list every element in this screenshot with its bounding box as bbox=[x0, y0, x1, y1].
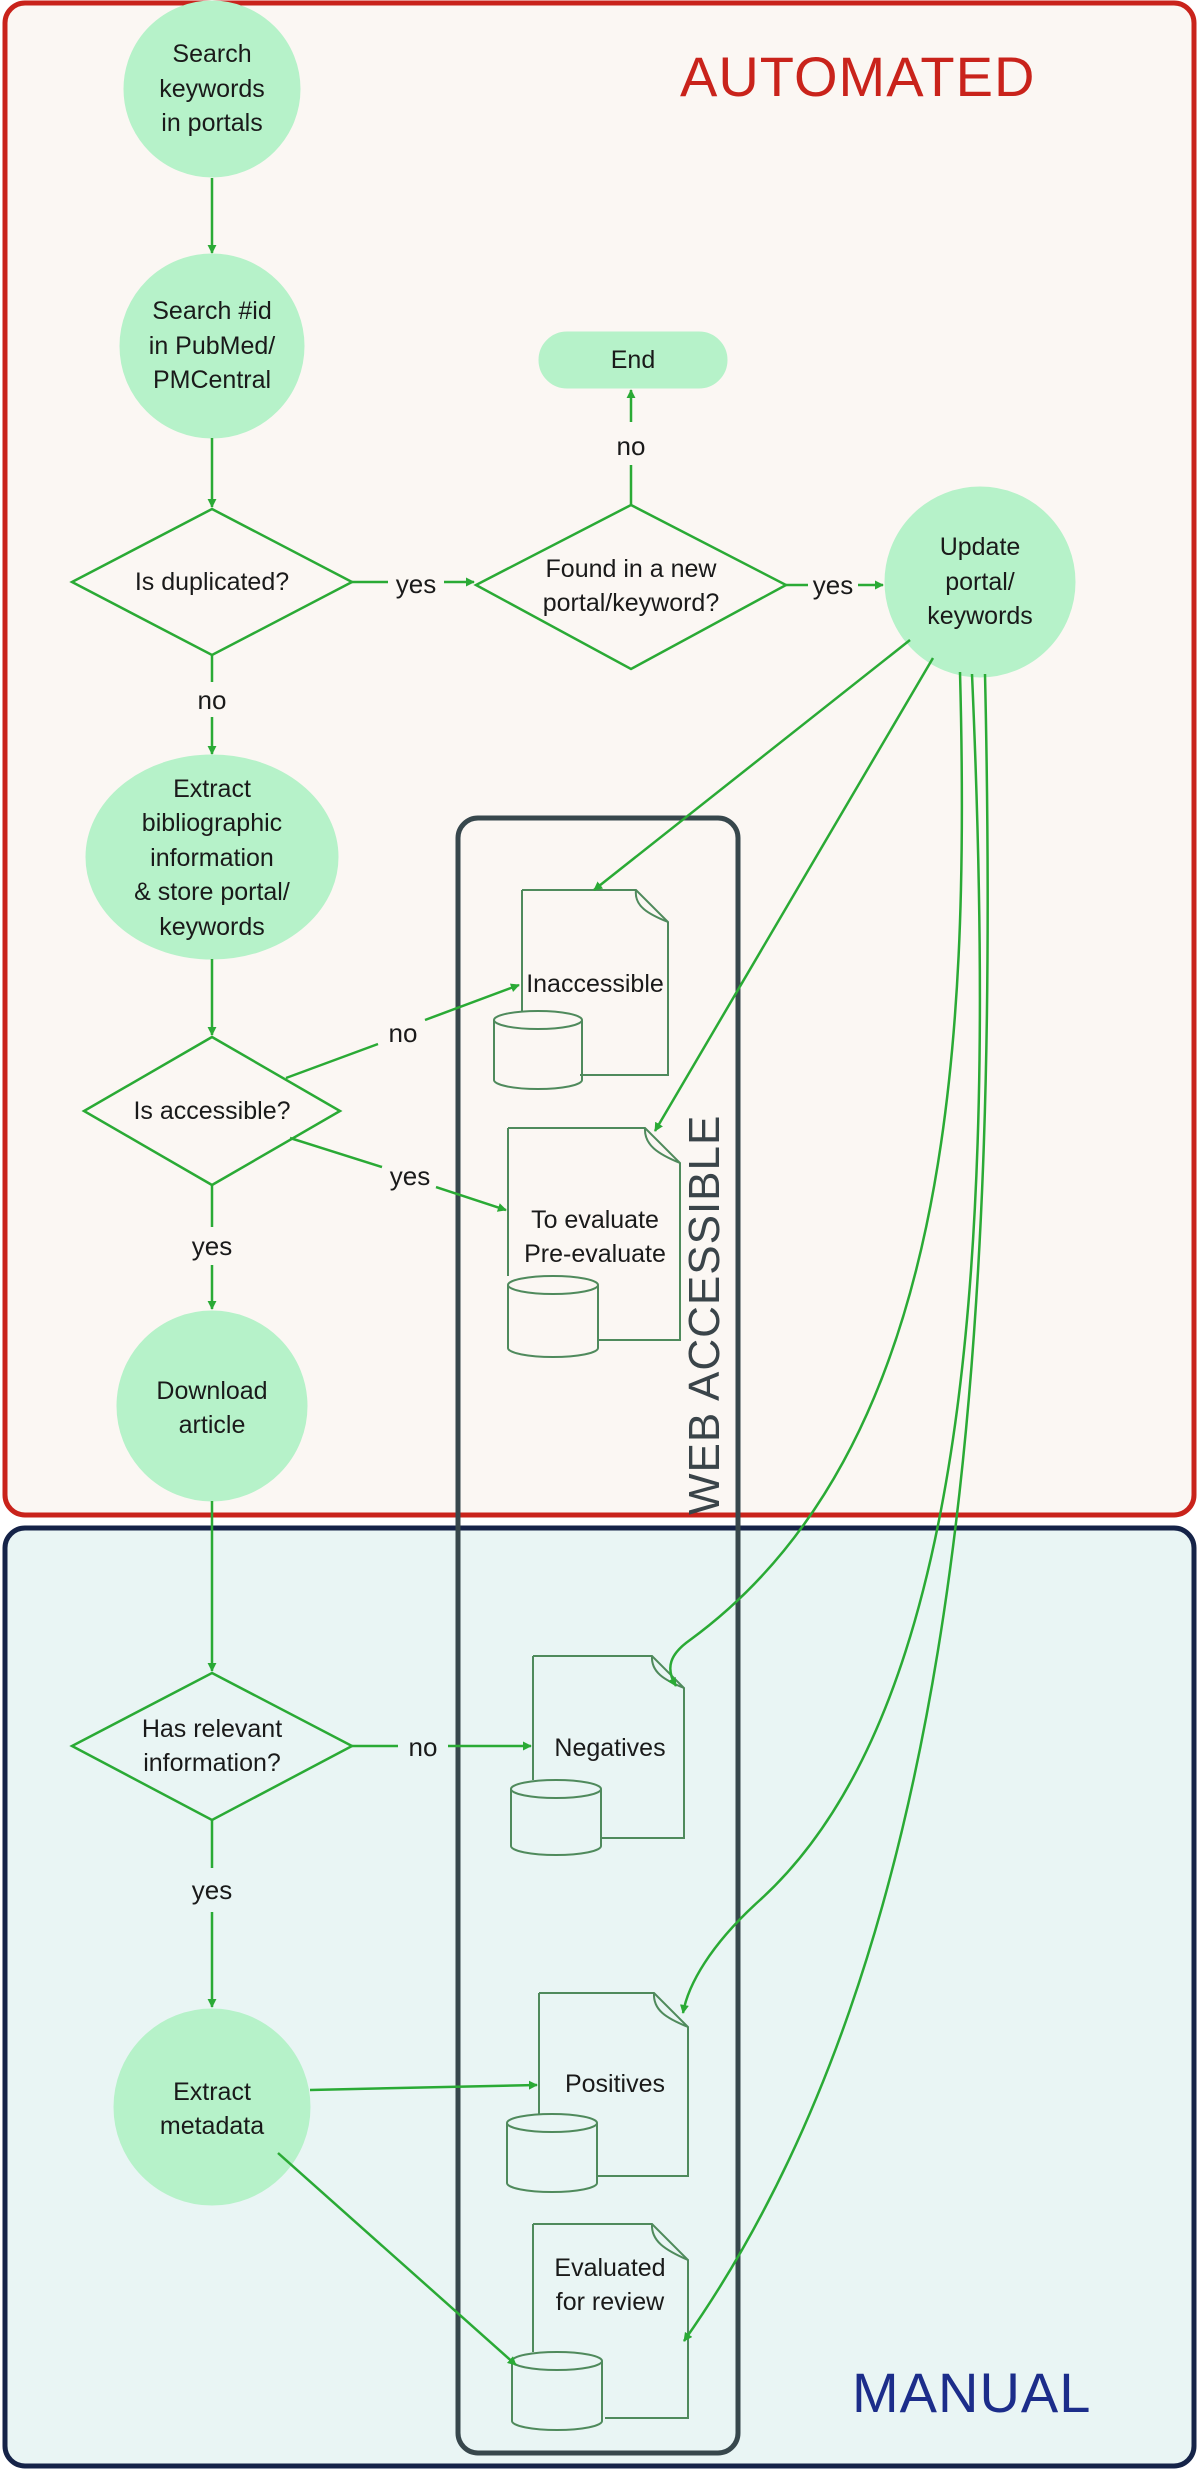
found-new-portal-label: Found in a new portal/keyword? bbox=[542, 554, 720, 618]
search-keywords-label: Search keywords in portals bbox=[159, 40, 265, 138]
dup-no-label: no bbox=[197, 684, 227, 715]
arrow-accessible-no bbox=[285, 985, 519, 1080]
automated-title: AUTOMATED bbox=[680, 45, 1036, 108]
found-yes-label: yes bbox=[812, 569, 854, 600]
arrow-accessible-yes-right bbox=[289, 1136, 506, 1210]
is-duplicated-label: Is duplicated? bbox=[134, 567, 290, 596]
inaccessible-label: Inaccessible bbox=[526, 969, 664, 998]
search-id-label: Search #id in PubMed/ PMCentral bbox=[148, 297, 276, 395]
evaluated-review-label: Evaluated for review bbox=[554, 2253, 666, 2317]
evaluated-review-store bbox=[511, 2223, 689, 2431]
to-evaluate-label: To evaluate Pre-evaluate bbox=[524, 1205, 666, 1269]
download-article-label: Download article bbox=[156, 1376, 268, 1440]
access-yes-down-label: yes bbox=[191, 1230, 233, 1261]
update-portal-label: Update portal/ keywords bbox=[927, 533, 1033, 631]
found-new-portal-diamond bbox=[473, 503, 789, 671]
access-no-label: no bbox=[388, 1017, 418, 1048]
arrow-metadata-to-positives bbox=[309, 2080, 538, 2092]
extract-metadata-label: Extract metadata bbox=[159, 2077, 265, 2141]
arrow-update-to-negatives bbox=[667, 671, 964, 1687]
end-label: End bbox=[610, 345, 656, 374]
search-keywords-node bbox=[123, 0, 301, 178]
arrow-update-to-evaluate bbox=[653, 657, 935, 1132]
arrow-metadata-to-evaluated bbox=[277, 2152, 517, 2366]
access-yes-right-label: yes bbox=[389, 1160, 431, 1191]
web-accessible-title: WEB ACCESSIBLE bbox=[680, 1114, 729, 1515]
arrow-update-to-inaccessible bbox=[593, 639, 911, 891]
dup-yes-label: yes bbox=[395, 568, 437, 599]
negatives-label: Negatives bbox=[554, 1733, 666, 1762]
arrow-update-to-positives bbox=[679, 673, 982, 2014]
relevant-yes-label: yes bbox=[191, 1874, 233, 1905]
arrow-update-to-evaluated bbox=[682, 673, 989, 2342]
extract-biblio-label: Extract bibliographic information & stor… bbox=[134, 774, 290, 941]
positives-label: Positives bbox=[564, 2069, 666, 2098]
found-no-label: no bbox=[616, 430, 646, 461]
relevant-no-label: no bbox=[408, 1731, 438, 1762]
to-evaluate-store bbox=[507, 1127, 681, 1358]
web-accessible-box bbox=[455, 815, 741, 2456]
has-relevant-label: Has relevant information? bbox=[141, 1714, 283, 1778]
negatives-store bbox=[510, 1655, 685, 1856]
positives-store bbox=[506, 1992, 689, 2193]
is-accessible-label: Is accessible? bbox=[133, 1096, 291, 1125]
manual-title: MANUAL bbox=[852, 2361, 1092, 2424]
automated-region bbox=[2, 0, 1197, 1518]
